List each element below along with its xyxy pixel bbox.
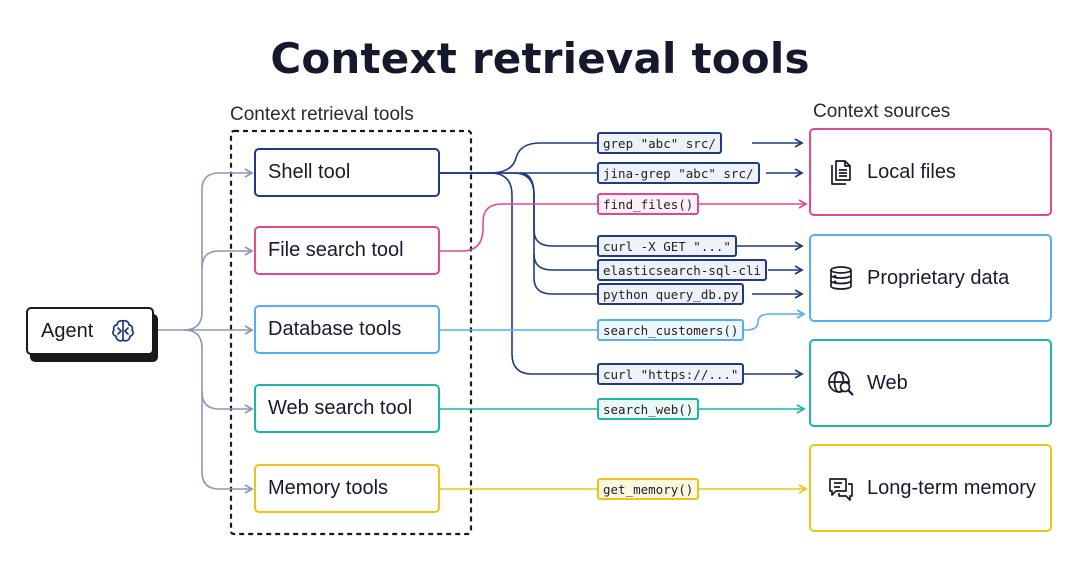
tool-database[interactable]: Database tools <box>254 305 440 354</box>
tool-web-search-label: Web search tool <box>268 397 413 419</box>
shell-connectors <box>440 138 804 379</box>
command-tag: elasticsearch-sql-cli <box>597 259 768 281</box>
chat-icon <box>829 478 853 501</box>
tool-database-label: Database tools <box>268 318 402 340</box>
tools-group-frame <box>229 129 473 536</box>
tool-shell[interactable]: Shell tool <box>254 148 440 197</box>
agent-node: Agent <box>26 307 154 355</box>
command-tag: jina-grep "abc" src/ <box>597 162 760 184</box>
source-proprietary-data-label: Proprietary data <box>867 266 1010 289</box>
command-tag: find_files() <box>597 193 700 215</box>
tool-file-search[interactable]: File search tool <box>254 226 440 275</box>
command-tag: grep "abc" src/ <box>597 132 722 154</box>
agent-brain-icon <box>112 319 135 342</box>
web-search-icon <box>828 371 854 396</box>
file-search-connectors <box>440 199 808 252</box>
agent-connectors <box>154 168 254 494</box>
tool-web-search[interactable]: Web search tool <box>254 384 440 433</box>
tool-shell-label: Shell tool <box>268 161 351 183</box>
source-long-term-memory-label: Long-term memory <box>867 476 1036 499</box>
source-web[interactable]: Web <box>809 339 1052 427</box>
document-icon <box>831 160 851 185</box>
page-title: Context retrieval tools <box>270 34 810 83</box>
source-local-files[interactable]: Local files <box>809 128 1052 216</box>
command-tag: get_memory() <box>597 478 700 500</box>
command-tag: python query_db.py <box>597 283 745 305</box>
source-proprietary-data[interactable]: Proprietary data <box>809 234 1052 322</box>
source-web-label: Web <box>867 371 908 394</box>
database-icon <box>830 266 852 290</box>
command-tag: search_web() <box>597 398 700 420</box>
tool-memory-label: Memory tools <box>268 477 389 499</box>
tool-file-search-label: File search tool <box>268 239 404 261</box>
command-tag: curl -X GET "..." <box>597 235 737 257</box>
sources-group-label: Context sources <box>813 101 951 122</box>
agent-label: Agent <box>41 319 94 342</box>
source-long-term-memory[interactable]: Long-term memory <box>809 444 1052 532</box>
tools-group-label: Context retrieval tools <box>230 104 414 125</box>
command-tag: search_customers() <box>597 319 745 341</box>
database-connectors <box>440 309 806 331</box>
tool-memory[interactable]: Memory tools <box>254 464 440 513</box>
command-tag: curl "https://..." <box>597 363 745 385</box>
source-local-files-label: Local files <box>867 160 956 183</box>
